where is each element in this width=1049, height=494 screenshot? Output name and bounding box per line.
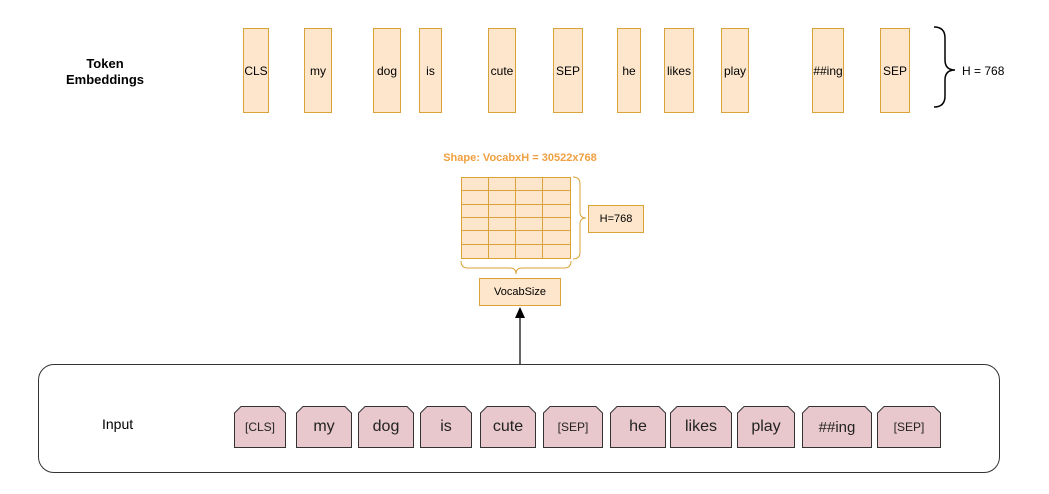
token-embedding-label: likes [666,63,691,78]
input-token: [SEP] [543,406,603,448]
matrix-cell [516,191,543,205]
input-token-label: he [629,418,647,435]
input-token: ##ing [802,406,872,448]
token-embeddings-title: Token Embeddings [30,56,180,88]
vocab-size-box: VocabSize [479,278,561,306]
input-token-label: play [751,418,781,435]
vocab-size-label: VocabSize [494,286,546,298]
matrix-cell [462,217,489,232]
matrix-cell [489,204,516,218]
token-embedding-column: SEP [880,28,910,113]
input-token: my [296,406,352,448]
token-embedding-column: cute [488,28,516,113]
matrix-bottom-brace [460,260,572,275]
title-line-1: Token [86,56,124,71]
input-token-shape [877,406,941,448]
input-token-shape [420,406,472,448]
token-embedding-label: dog [376,63,398,78]
input-token-shape [802,406,872,448]
token-embedding-column: likes [664,28,694,113]
matrix-cell [543,205,570,218]
input-token-shape [670,406,732,448]
token-embedding-column: is [419,28,442,113]
matrix-cell [489,178,516,192]
matrix-cell [516,244,543,258]
token-embedding-label: SEP [882,63,907,78]
input-token-label: is [440,418,452,435]
matrix-cell [516,217,543,232]
input-token-label: [SEP] [557,420,589,434]
input-label: Input [102,416,134,432]
input-token: dog [358,406,414,448]
matrix-h-label: H=768 [599,213,633,225]
matrix-cell [489,231,516,245]
token-embedding-column: dog [373,28,401,113]
input-token: [CLS] [234,406,286,448]
matrix-cell [543,218,570,232]
input-token-shape [480,406,536,448]
arrow-head [515,307,525,318]
embedding-matrix [461,177,571,259]
matrix-cell [489,217,516,232]
matrix-shape-label: Shape: VocabxH = 30522x768 [443,152,597,164]
token-embedding-column: my [304,28,332,113]
token-embedding-label: cute [490,63,514,78]
input-token-shape [737,406,795,448]
input-token: he [610,406,666,448]
matrix-cell [516,204,543,218]
input-token-shape [543,406,603,448]
hidden-size-brace [933,26,956,108]
matrix-cell [489,191,516,205]
matrix-cell [462,204,489,218]
title-line-2: Embeddings [65,72,144,87]
input-token-shape [358,406,414,448]
matrix-right-brace [572,176,587,260]
token-embedding-label: play [723,63,746,78]
matrix-cell [516,178,543,192]
matrix-cell [462,244,489,258]
matrix-cell [516,231,543,245]
matrix-cell [543,231,570,245]
hidden-size-label: H = 768 [962,64,1005,78]
token-embedding-column: he [617,28,641,113]
input-token-label: likes [684,418,717,435]
matrix-cell [462,178,489,192]
matrix-cell [489,244,516,258]
token-embedding-label: ##ing [813,63,843,78]
matrix-cell [462,231,489,245]
token-embedding-column: CLS [243,28,269,113]
token-embedding-column: ##ing [812,28,844,113]
input-token-label: cute [492,418,524,435]
input-token: is [420,406,472,448]
input-token: cute [480,406,536,448]
input-token: play [737,406,795,448]
input-token: [SEP] [877,406,941,448]
token-embedding-label: he [622,63,636,78]
input-token-label: [SEP] [893,420,925,434]
token-embedding-label: CLS [244,63,268,78]
token-embedding-label: my [310,63,326,78]
token-embedding-label: is [426,63,435,78]
input-token-label: [CLS] [244,420,275,434]
token-embedding-label: SEP [555,63,580,78]
input-token-label: my [313,418,335,435]
input-token-shape [234,406,286,448]
input-token-shape [610,406,666,448]
matrix-cell [543,178,570,192]
input-token-label: ##ing [818,418,856,436]
matrix-cell [543,191,570,205]
input-token-shape [296,406,352,448]
matrix-cell [543,245,570,258]
input-panel [38,364,1000,473]
token-embedding-column: play [721,28,749,113]
matrix-cell [462,191,489,205]
token-embedding-column: SEP [553,28,583,113]
matrix-h-box: H=768 [588,205,644,233]
input-token: likes [670,406,732,448]
input-token-label: dog [372,418,400,435]
